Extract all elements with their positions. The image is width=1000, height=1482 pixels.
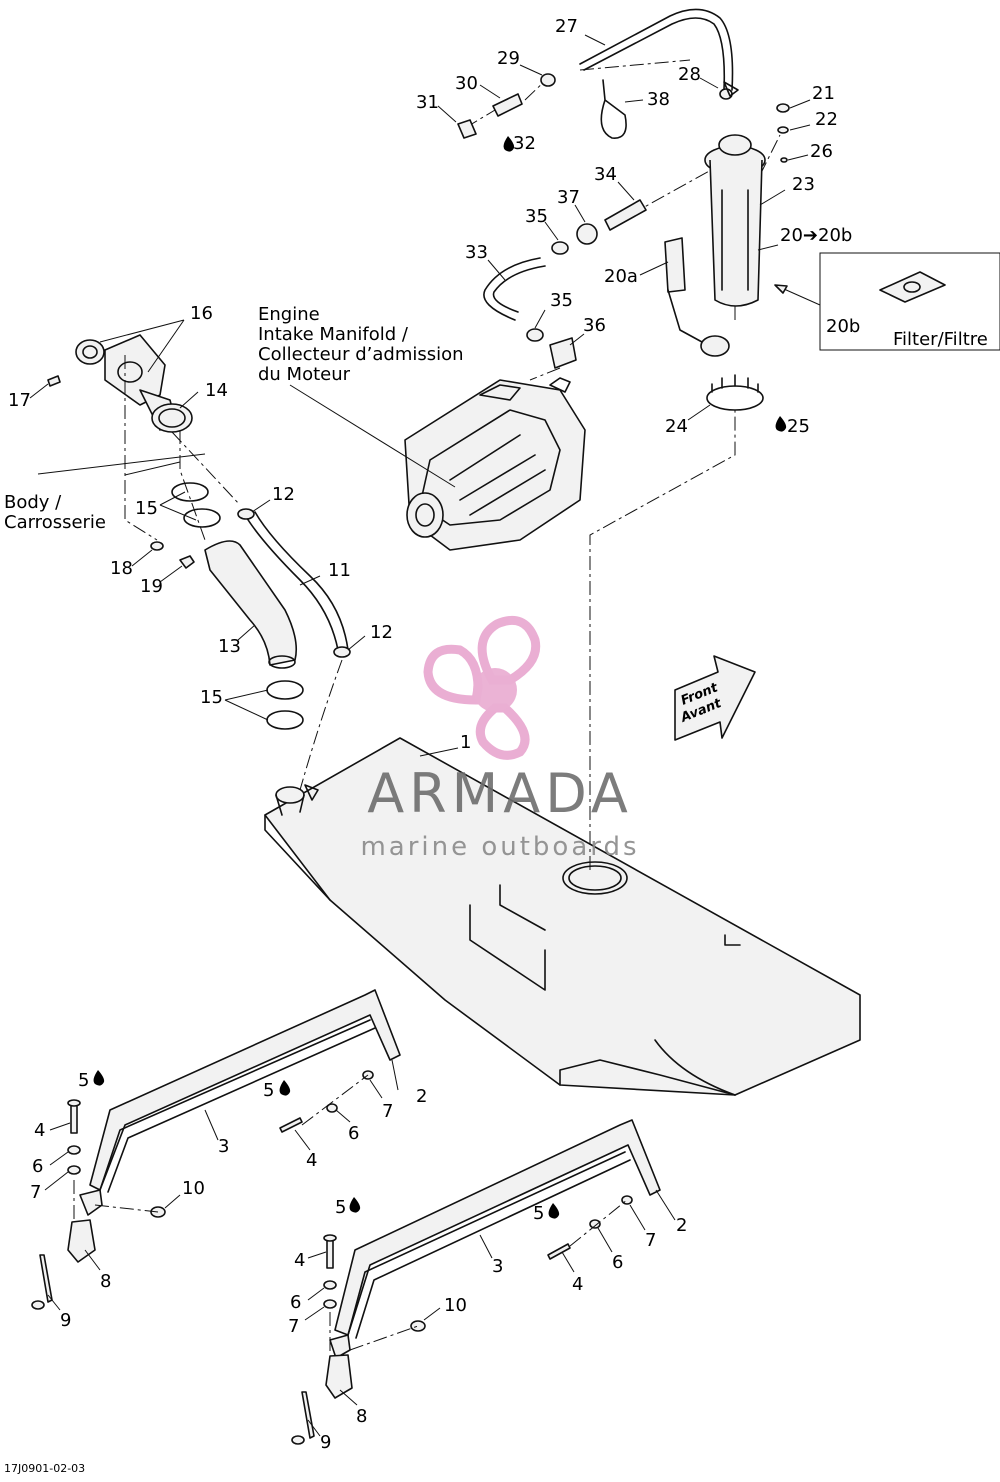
bolt-set-left (67, 1070, 374, 1175)
bolt-set-right (323, 1195, 633, 1309)
part-label-13: 13 (218, 636, 241, 657)
filler-neck-assembly (47, 334, 351, 791)
part-label-14: 14 (205, 380, 228, 401)
drawing-code: 17J0901-02-03 (4, 1462, 85, 1475)
droplet-icons (93, 136, 787, 1219)
part-label-35a: 35 (525, 206, 548, 227)
part-label-20a: 20a (604, 266, 638, 287)
part-label-5d: 5 (533, 1203, 544, 1224)
part-label-12a: 12 (272, 484, 295, 505)
part-label-20: 20➔20b (780, 225, 852, 246)
part-label-33: 33 (465, 242, 488, 263)
part-label-26: 26 (810, 141, 833, 162)
part-label-5b: 5 (263, 1080, 274, 1101)
part-label-11: 11 (328, 560, 351, 581)
part-label-20b: 20b (826, 316, 860, 337)
part-label-4a: 4 (34, 1120, 45, 1141)
tank-strap-right (329, 1119, 661, 1359)
filter-inset (774, 252, 1000, 351)
engine-label-line3: Collecteur d’admission (258, 344, 464, 365)
part-label-37: 37 (557, 187, 580, 208)
part-label-6c: 6 (290, 1292, 301, 1313)
part-label-36: 36 (583, 315, 606, 336)
droplet-icon (503, 136, 515, 152)
centerlines (73, 59, 781, 1355)
engine-label-line1: Engine (258, 304, 320, 325)
part-label-22: 22 (815, 109, 838, 130)
part-label-2b: 2 (676, 1215, 687, 1236)
part-label-4b: 4 (306, 1150, 317, 1171)
part-label-24: 24 (665, 416, 688, 437)
front-direction-arrow (674, 655, 756, 741)
part-label-9a: 9 (60, 1310, 71, 1331)
droplet-icon (349, 1197, 361, 1213)
fuel-tank (264, 737, 861, 1096)
part-label-38: 38 (647, 89, 670, 110)
part-label-30: 30 (455, 73, 478, 94)
intake-manifold (404, 377, 586, 551)
part-label-3a: 3 (218, 1136, 229, 1157)
part-label-10b: 10 (444, 1295, 467, 1316)
droplet-icon (775, 416, 787, 432)
part-label-16: 16 (190, 303, 213, 324)
droplet-icon (93, 1070, 105, 1086)
part-label-4c: 4 (294, 1250, 305, 1271)
part-label-7b: 7 (382, 1101, 393, 1122)
filter-label: Filter/Filtre (893, 329, 988, 350)
propeller-logo (423, 616, 541, 760)
part-label-6b: 6 (348, 1123, 359, 1144)
body-label-line1: Body / (4, 492, 62, 513)
part-label-7a: 7 (30, 1182, 41, 1203)
part-label-31: 31 (416, 92, 439, 113)
part-label-27: 27 (555, 16, 578, 37)
part-label-15a: 15 (135, 498, 158, 519)
fuel-pump-module (664, 81, 790, 411)
part-label-4d: 4 (572, 1274, 583, 1295)
droplet-icon (548, 1203, 560, 1219)
part-label-25: 25 (787, 416, 810, 437)
part-label-17: 17 (8, 390, 31, 411)
watermark-tagline: marine outboards (360, 832, 639, 862)
tank-strap-left (79, 989, 401, 1216)
engine-label-line4: du Moteur (258, 364, 351, 385)
part-label-5c: 5 (335, 1197, 346, 1218)
part-label-2a: 2 (416, 1086, 427, 1107)
part-label-35b: 35 (550, 290, 573, 311)
part-label-34: 34 (594, 164, 617, 185)
leader-lines (29, 34, 811, 1437)
part-label-32: 32 (513, 133, 536, 154)
part-label-23: 23 (792, 174, 815, 195)
armada-watermark: ARMADA marine outboards (360, 616, 639, 862)
part-label-15b: 15 (200, 687, 223, 708)
part-label-8a: 8 (100, 1271, 111, 1292)
engine-label-line2: Intake Manifold / (258, 324, 409, 345)
fuel-line-assembly (457, 8, 734, 381)
part-label-5a: 5 (78, 1070, 89, 1091)
part-label-6a: 6 (32, 1156, 43, 1177)
annotations: Engine Intake Manifold / Collecteur d’ad… (4, 304, 988, 1475)
watermark-brand: ARMADA (367, 762, 633, 825)
part-label-29: 29 (497, 48, 520, 69)
bracket-left (31, 1206, 166, 1310)
part-label-3b: 3 (492, 1256, 503, 1277)
part-label-7d: 7 (645, 1230, 656, 1251)
droplet-icon (279, 1080, 291, 1096)
part-label-1: 1 (460, 732, 471, 753)
part-label-19: 19 (140, 576, 163, 597)
part-label-12b: 12 (370, 622, 393, 643)
part-label-7c: 7 (288, 1316, 299, 1337)
part-label-18: 18 (110, 558, 133, 579)
part-label-21: 21 (812, 83, 835, 104)
part-label-28: 28 (678, 64, 701, 85)
part-label-6d: 6 (612, 1252, 623, 1273)
part-label-8b: 8 (356, 1406, 367, 1427)
body-label-line2: Carrosserie (4, 512, 106, 533)
part-label-10a: 10 (182, 1178, 205, 1199)
part-label-9b: 9 (320, 1432, 331, 1453)
